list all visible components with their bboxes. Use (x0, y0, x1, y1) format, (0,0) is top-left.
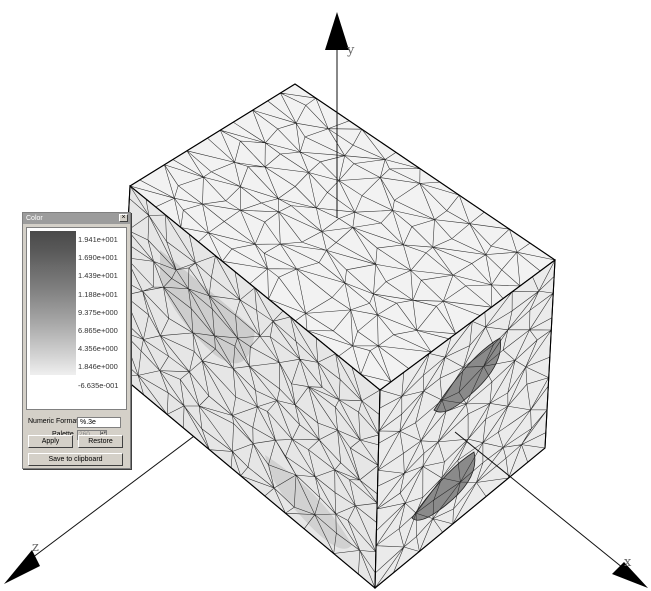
numeric-format-label: Numeric Format (28, 418, 79, 425)
box-front-edge (374, 389, 381, 589)
mesh-box (119, 83, 556, 590)
shaded-region-left (160, 250, 255, 364)
legend-value: 1.439e+001 (78, 271, 118, 281)
x-axis-label: x (624, 555, 632, 570)
palette-label: Palette (52, 431, 74, 438)
dialog-title: Color (26, 215, 43, 222)
apply-button[interactable]: Apply (28, 435, 73, 448)
legend-value: 1.941e+001 (78, 235, 118, 244)
z-axis-arrowhead (4, 550, 40, 584)
legend-value: 6.865e+000 (78, 326, 118, 335)
save-to-clipboard-button[interactable]: Save to clipboard (28, 453, 123, 466)
shaded-ellipse-upper (433, 337, 502, 413)
legend-value: 9.375e+000 (78, 307, 118, 317)
legend-value: 1.188e+001 (78, 289, 118, 299)
x-axis-arrowhead (612, 562, 648, 588)
dialog-titlebar[interactable]: Color × (23, 213, 130, 224)
restore-button[interactable]: Restore (78, 435, 123, 448)
numeric-format-input[interactable]: %.3e (77, 417, 121, 428)
x-axis (454, 431, 629, 573)
z-axis-label: z (32, 540, 39, 555)
legend-value: 1.846e+000 (78, 362, 118, 372)
legend-value: 4.356e+000 (78, 344, 118, 354)
legend-value: -6.635e-001 (78, 380, 119, 390)
y-axis-label: y (346, 43, 355, 58)
box-edges (119, 83, 556, 589)
close-icon[interactable]: × (119, 214, 128, 222)
legend-value: 1.690e+001 (78, 253, 118, 263)
color-gradient-bar (30, 231, 76, 375)
color-legend: 1.941e+001 1.690e+001 1.439e+001 1.188e+001… (26, 227, 127, 410)
y-axis-arrowhead (325, 12, 349, 50)
